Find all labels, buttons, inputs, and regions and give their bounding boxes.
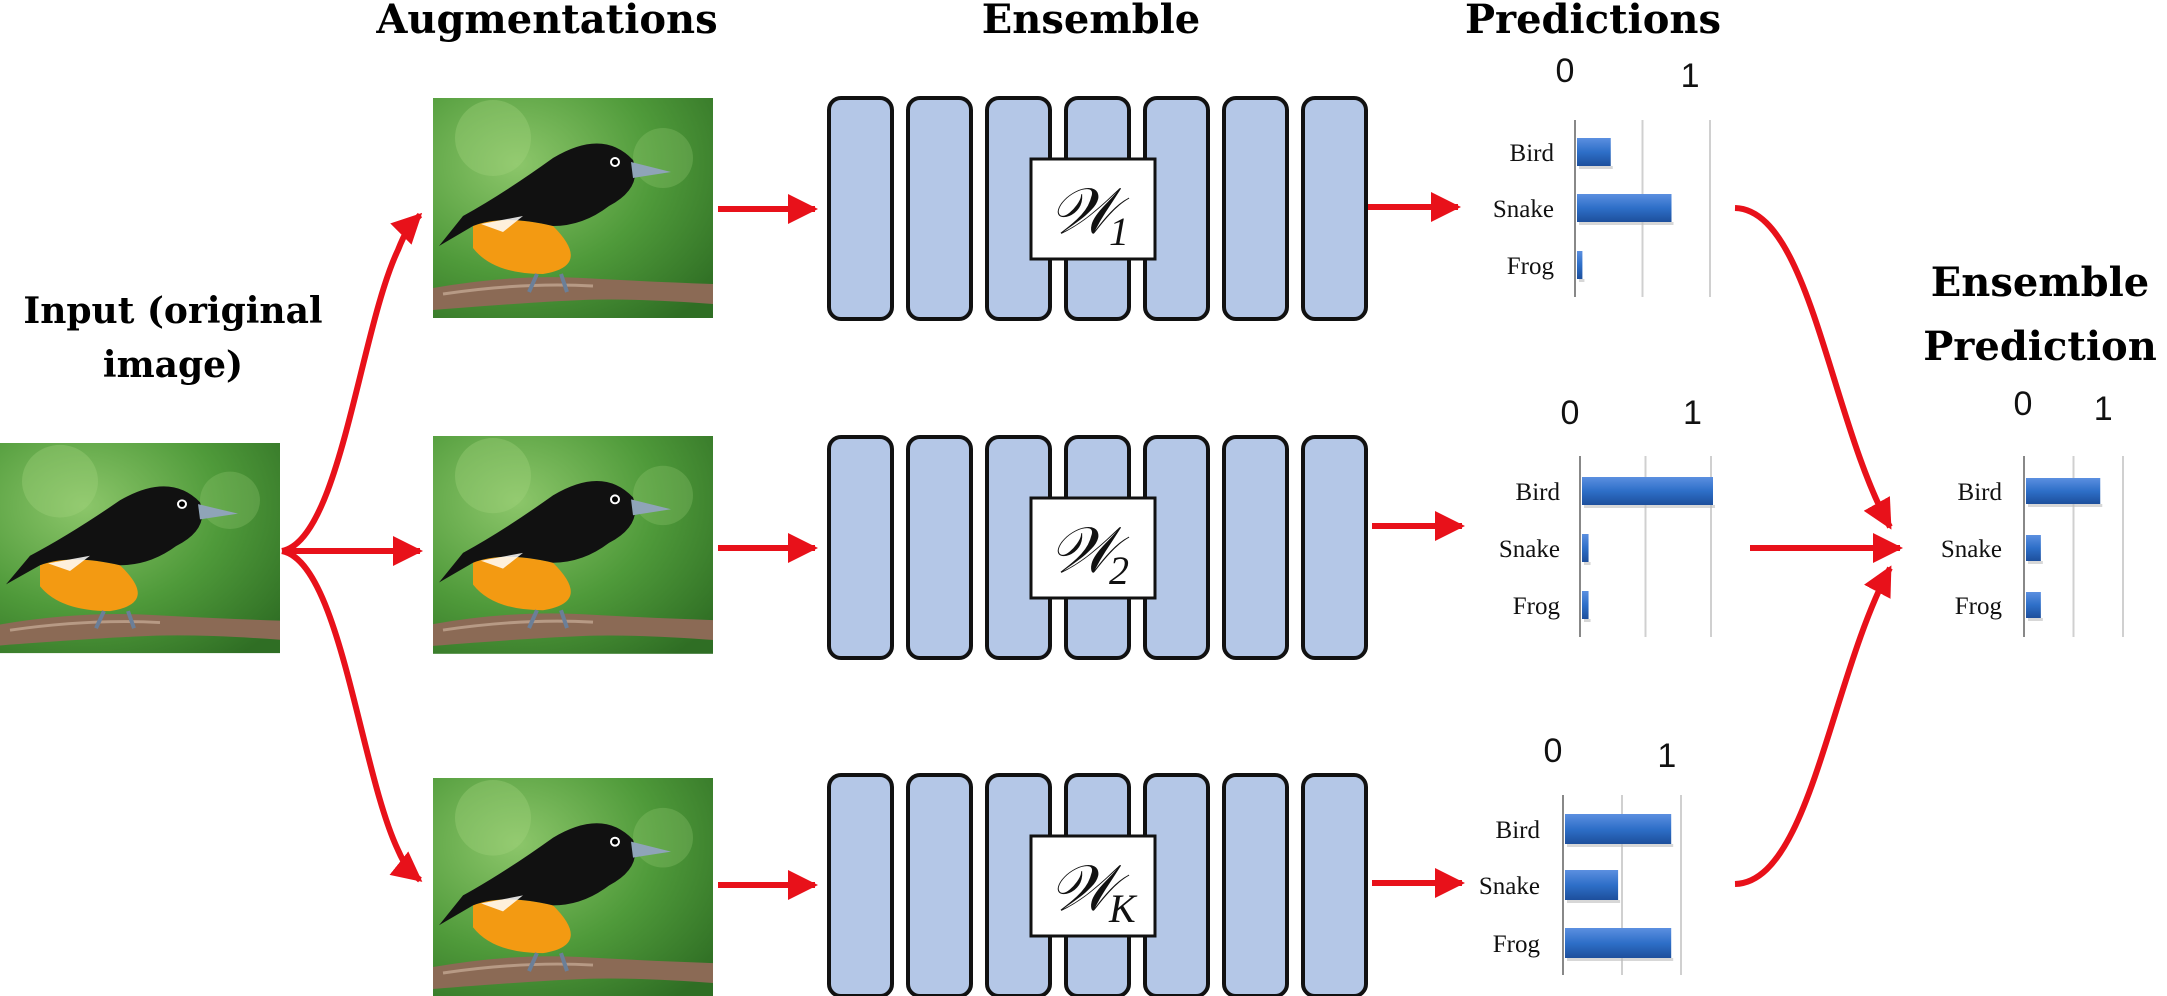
augment-to-network-arrows (718, 194, 818, 900)
network-3: 𝒲K (827, 773, 1368, 996)
prediction-chart-1-tick-1: 1 (1681, 57, 1700, 95)
ensemble-prediction-chart-label-bird: Bird (1958, 479, 2003, 506)
network-2-layer-7 (1301, 435, 1368, 660)
prediction-chart-2-tick-0: 0 (1561, 394, 1580, 432)
merge-arrow-bottom (1734, 565, 1893, 887)
prediction-chart-K-label-frog: Frog (1493, 931, 1541, 958)
prediction-chart-K-bar-shadow-snake (1567, 900, 1621, 903)
weights-label-box-1 (1029, 157, 1157, 261)
network-1-layer-7 (1301, 96, 1368, 321)
network-1: 𝒲1 (827, 96, 1368, 321)
ensemble-prediction-chart-label-snake: Snake (1941, 536, 2002, 563)
network-3-layer-2 (906, 773, 973, 996)
heading-input-line2: image) (103, 344, 243, 386)
prediction-chart-K-label-bird: Bird (1496, 817, 1541, 844)
prediction-chart-K-tick-0: 0 (1544, 732, 1563, 770)
prediction-chart-1-bar-shadow-bird (1579, 166, 1613, 169)
prediction-chart-K-bar-snake (1565, 870, 1619, 900)
branch-arrow-top (281, 212, 423, 554)
prediction-chart-2-label-snake: Snake (1499, 536, 1560, 563)
ensemble-prediction-chart-bar-shadow-frog (2028, 618, 2043, 621)
heading-input-line1: Input (original (23, 290, 322, 332)
prediction-chart-K-label-snake: Snake (1479, 873, 1540, 900)
network-2: 𝒲2 (827, 435, 1368, 660)
prediction-chart-2-bar-shadow-frog (1584, 619, 1591, 622)
network-2-layer-1 (827, 435, 894, 660)
ensemble-prediction-chart-bar-shadow-snake (2028, 561, 2043, 564)
network-2-layer-2 (906, 435, 973, 660)
prediction-chart-1-tick-0: 0 (1556, 52, 1575, 90)
prediction-chart-K-tick-1: 1 (1657, 737, 1676, 775)
augmentation-image-2 (431, 434, 715, 656)
weights-label-box-2 (1029, 496, 1157, 600)
ensemble-prediction-chart-tick-1: 1 (2094, 390, 2113, 428)
network-3-layer-1 (827, 773, 894, 996)
network-1-layer-6 (1222, 96, 1289, 321)
prediction-chart-1-bar-snake (1577, 194, 1672, 222)
heading-ensemble-prediction-line1: Ensemble (1931, 259, 2149, 306)
prediction-chart-K-bar-frog (1565, 928, 1672, 958)
prediction-chart-2-bar-frog (1582, 591, 1589, 619)
weights-subscript-1: 1 (1109, 209, 1129, 254)
augmentation-image-3 (431, 776, 715, 996)
heading-ensemble: Ensemble (982, 0, 1200, 43)
network-3-layer-7 (1301, 773, 1368, 996)
heading-ensemble-prediction-line2: Prediction (1923, 323, 2157, 370)
ensemble-prediction-chart-bar-frog (2026, 592, 2041, 618)
prediction-chart-1-bar-shadow-frog (1579, 279, 1585, 282)
weights-subscript-2: 2 (1109, 548, 1129, 593)
prediction-chart-1-label-frog: Frog (1507, 253, 1555, 280)
heading-augmentations: Augmentations (375, 0, 717, 43)
prediction-chart-2-bar-shadow-bird (1584, 505, 1715, 508)
heading-predictions: Predictions (1465, 0, 1721, 43)
network-1-layer-2 (906, 96, 973, 321)
prediction-chart-1-label-bird: Bird (1510, 140, 1555, 167)
ensemble-prediction-chart-tick-0: 0 (2014, 385, 2033, 423)
prediction-chart-2-label-frog: Frog (1513, 593, 1561, 620)
prediction-chart-K-bar-shadow-frog (1567, 958, 1674, 961)
ensemble-prediction-chart-label-frog: Frog (1955, 593, 2003, 620)
weights-subscript-3: K (1108, 886, 1138, 931)
network-to-prediction-arrows (1368, 192, 1465, 898)
prediction-chart-K-bar-bird (1565, 814, 1672, 844)
prediction-chart-K-bar-shadow-bird (1567, 844, 1674, 847)
ensemble-prediction-chart-bar-bird (2026, 478, 2101, 504)
prediction-chart-2-label-bird: Bird (1516, 479, 1561, 506)
network-2-layer-6 (1222, 435, 1289, 660)
prediction-chart-1-bar-bird (1577, 138, 1611, 166)
prediction-chart-1-label-snake: Snake (1493, 196, 1554, 223)
prediction-chart-1-bar-frog (1577, 251, 1583, 279)
ensemble-prediction-chart-bar-snake (2026, 535, 2041, 561)
branch-arrow-bottom (281, 548, 423, 883)
merge-arrows (1734, 205, 1903, 887)
prediction-chart-2-bar-snake (1582, 534, 1589, 562)
merge-arrow-top (1734, 205, 1893, 530)
network-1-layer-1 (827, 96, 894, 321)
input-branch-arrows (281, 212, 423, 883)
network-3-layer-6 (1222, 773, 1289, 996)
ensemble-prediction-chart-bar-shadow-bird (2028, 504, 2103, 507)
prediction-chart-2-bar-shadow-snake (1584, 562, 1591, 565)
prediction-chart-2-bar-bird (1582, 477, 1713, 505)
input-image (0, 441, 282, 656)
prediction-chart-1-bar-shadow-snake (1579, 222, 1674, 225)
weights-label-box-3 (1029, 834, 1157, 938)
augmentation-image-1 (431, 96, 715, 320)
prediction-chart-2-tick-1: 1 (1683, 394, 1702, 432)
